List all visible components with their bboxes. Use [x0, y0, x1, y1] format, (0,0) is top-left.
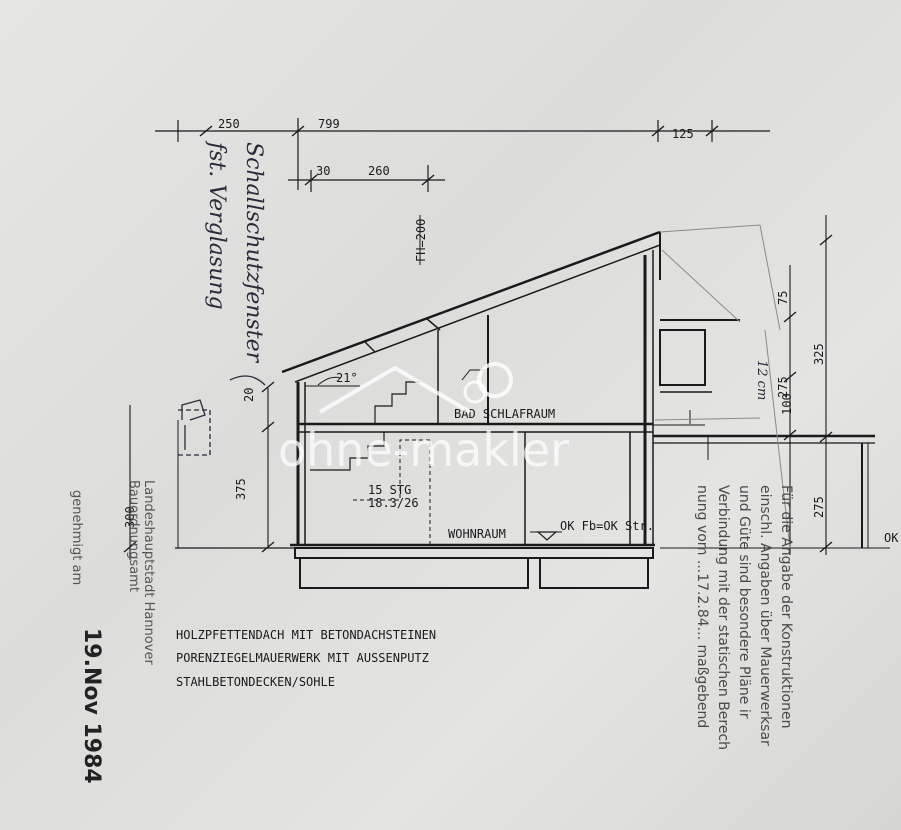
roof-angle: 21°: [336, 371, 358, 385]
dim-right-100: 100: [780, 393, 794, 415]
dim-top-left: 250: [218, 117, 240, 131]
approval-line3: genehmigt am: [69, 490, 84, 585]
dim-left-300: 300: [123, 506, 137, 528]
dim-right-ok: OK: [884, 531, 899, 545]
handwritten-notes: Schallschutzfenster fst. Verglasung 12 c…: [204, 140, 769, 400]
dim-second-a: 30: [316, 164, 330, 178]
materials-list: HOLZPFETTENDACH MIT BETONDACHSTEINEN POR…: [176, 628, 436, 689]
building-section: [175, 230, 875, 589]
room-living: WOHNRAUM: [448, 527, 506, 541]
dim-right-75: 75: [776, 291, 790, 305]
margin-note: 12 cm: [754, 360, 769, 400]
dim-left-375: 375: [234, 478, 248, 500]
dim-top-right: 125: [672, 127, 694, 141]
dim-right-325: 325: [812, 343, 826, 365]
ok-level: OK Fb=OK Str.: [560, 519, 654, 533]
pencil-sketch: [654, 224, 791, 549]
dim-top-middle: 799: [318, 117, 340, 131]
approval-stamp: Landeshauptstadt Hannover Bauordnungsamt…: [69, 480, 156, 784]
watermark-text: ohne-makler: [278, 423, 569, 477]
dim-right-275a: 275: [776, 376, 790, 398]
handwriting-line1: Schallschutzfenster: [241, 142, 266, 364]
stamp-line1: Für die Angabe der Konstruktionen: [778, 485, 794, 729]
watermark: ohne-makler: [278, 362, 569, 477]
stamp-line5: nung vom ...17.2.84... maßgebend: [694, 485, 710, 728]
stamp-note: Für die Angabe der Konstruktionen einsch…: [694, 485, 794, 750]
room-bath-sleep: BAD SCHLAFRAUM: [454, 407, 555, 421]
pen-marks: [178, 375, 266, 456]
room-labels: BAD SCHLAFRAUM WOHNRAUM 15 STG 18.3/26 O…: [368, 407, 654, 541]
approval-line2: Bauordnungsamt: [126, 480, 141, 592]
dim-second-b: 260: [368, 164, 390, 178]
dim-fh: FH=200: [414, 219, 428, 262]
material-walls: PORENZIEGELMAUERWERK MIT AUSSENPUTZ: [176, 651, 429, 665]
dim-right-275b: 275: [812, 496, 826, 518]
handwriting-line2: fst. Verglasung: [204, 140, 229, 310]
stairs-ratio: 18.3/26: [368, 496, 419, 510]
stamp-line3: und Güte sind besondere Pläne ir: [736, 485, 752, 719]
dimension-texts: 250 799 125 30 260 FH=200 21° 20 375 300…: [123, 117, 899, 545]
material-slab: STAHLBETONDECKEN/SOHLE: [176, 675, 335, 689]
approval-date: 19.Nov 1984: [79, 628, 104, 784]
stairs-count: 15 STG: [368, 483, 411, 497]
material-roof: HOLZPFETTENDACH MIT BETONDACHSTEINEN: [176, 628, 436, 642]
approval-line1: Landeshauptstadt Hannover: [141, 480, 156, 665]
dimension-lines: [123, 118, 890, 560]
dim-left-20: 20: [242, 388, 256, 402]
stamp-line4: Verbindung mit der statischen Berech: [715, 485, 731, 750]
stamp-line2: einschl. Angaben über Mauerwerksar: [757, 485, 773, 746]
